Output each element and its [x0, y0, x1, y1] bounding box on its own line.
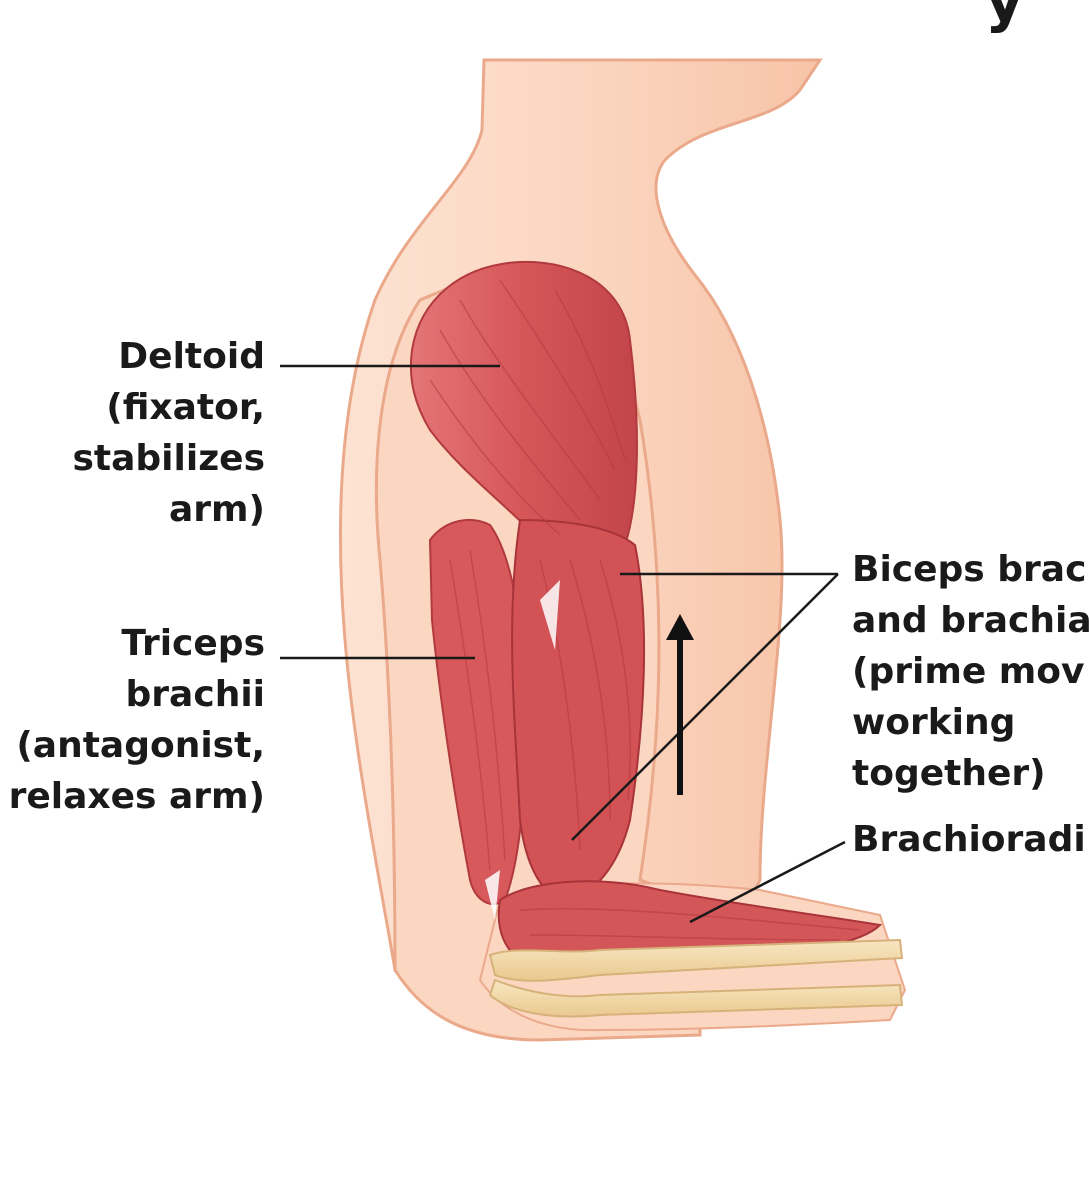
deltoid-label: Deltoid (fixator, stabilizes arm) [72, 331, 265, 535]
ulna-bone [488, 978, 904, 1018]
tendon-highlight-elbow [485, 870, 500, 920]
muscle-striations [429, 279, 861, 941]
brachioradialis-label-line: Brachioradi [852, 819, 1086, 860]
deltoid-label-line: Deltoid [118, 336, 265, 377]
radius-bone [488, 938, 904, 982]
deltoid-muscle [409, 260, 638, 557]
triceps-label-line: relaxes arm) [8, 776, 265, 817]
biceps-label-line: working [852, 702, 1016, 743]
direction-arrow-icon [666, 614, 694, 795]
biceps-label-line: and brachia [852, 600, 1089, 641]
triceps-label-line: Triceps [121, 623, 265, 664]
title-fragment: y [985, 0, 1025, 35]
biceps-label-line: Biceps brac [852, 549, 1087, 590]
deltoid-label-line: stabilizes [72, 438, 265, 479]
triceps-label-line: brachii [125, 674, 265, 715]
deltoid-label-line: (fixator, [106, 387, 265, 428]
triceps-label: Triceps brachii (antagonist, relaxes arm… [9, 618, 265, 822]
leader-lines [280, 364, 846, 924]
tendon-highlight [540, 580, 560, 650]
biceps-label-line: (prime mov [852, 651, 1085, 692]
biceps-label-line: together) [852, 753, 1046, 794]
brachioradialis-label: Brachioradi [852, 814, 1086, 865]
biceps-label: Biceps brac and brachia (prime mov worki… [852, 544, 1089, 799]
deltoid-label-line: arm) [168, 489, 265, 530]
triceps-label-line: (antagonist, [16, 725, 265, 766]
